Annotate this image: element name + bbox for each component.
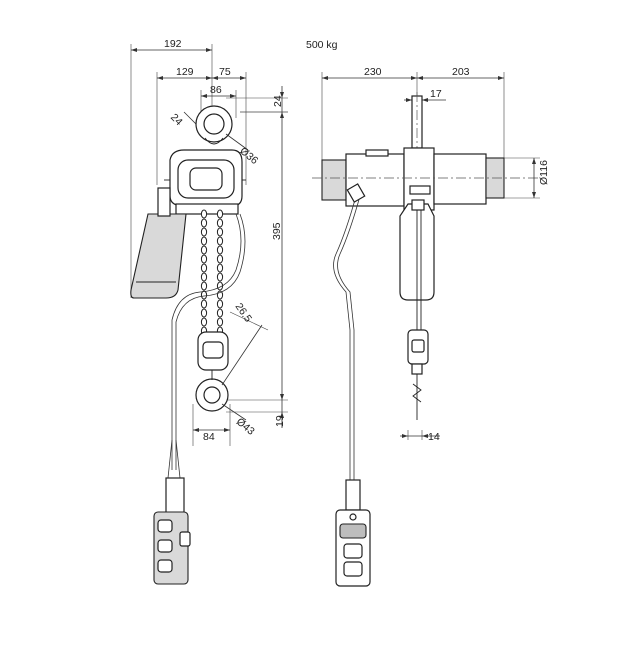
dim-label-26-5: 26.5 [233, 301, 255, 325]
chain-link [216, 236, 224, 246]
chain-link [200, 272, 208, 282]
front-view: 192 129 75 86 24 [130, 38, 288, 585]
dim-label-84: 84 [203, 431, 215, 443]
dim-label-192: 192 [164, 38, 182, 50]
dim-bottom-hook-width: 84 [192, 404, 231, 446]
chain-link [216, 254, 224, 264]
chain-link [200, 263, 208, 273]
chain-link [200, 209, 208, 219]
dim-label-14: 14 [428, 431, 440, 443]
load-chain-side [416, 210, 422, 330]
dim-bottom-offset: 19 [226, 400, 288, 428]
dim-label-395: 395 [271, 222, 283, 240]
dim-motor-diameter: Ø116 [504, 157, 550, 199]
dim-label-203: 203 [452, 66, 470, 78]
dim-label-24-angled: 24 [168, 111, 185, 128]
chain-link [200, 236, 208, 246]
chain-link [216, 245, 224, 255]
top-hook-side [411, 92, 423, 150]
dim-label-17: 17 [430, 88, 442, 100]
pendant-control-front [153, 477, 191, 585]
chain-link [200, 227, 208, 237]
motor-body-side [312, 147, 540, 211]
load-capacity-label: 500 kg [306, 39, 338, 51]
dim-label-86: 86 [210, 84, 222, 96]
chain-link [200, 317, 208, 327]
chain-link [216, 299, 224, 309]
dim-bottom-hook-diameter: Ø43 [221, 403, 257, 438]
chain-link [216, 218, 224, 228]
chain-link [200, 281, 208, 291]
dim-hook-opening: 26.5 [221, 301, 269, 386]
dim-label-129: 129 [176, 66, 194, 78]
chain-link [200, 254, 208, 264]
dim-label-d116: Ø116 [538, 160, 550, 185]
dim-side-lengths: 230 203 [321, 66, 505, 160]
chain-link [200, 218, 208, 228]
pendant-control-side [335, 479, 371, 587]
chain-link [216, 209, 224, 219]
dim-headroom: 395 [220, 111, 288, 401]
motor-housing-front [130, 187, 187, 299]
hoist-body [164, 149, 246, 215]
control-cable-front [167, 213, 246, 479]
dim-label-24-right: 24 [272, 95, 284, 107]
dim-top-offset: 24 [226, 86, 288, 113]
bottom-hook-side: 14 [400, 329, 440, 443]
dim-overall-width: 192 [130, 38, 213, 298]
dim-label-75: 75 [219, 66, 231, 78]
chain-link [200, 299, 208, 309]
dim-top-hook-thickness: 17 [404, 88, 446, 102]
dim-label-230: 230 [364, 66, 382, 78]
dim-label-19: 19 [274, 415, 286, 427]
chain-link [200, 245, 208, 255]
control-cable-side [333, 183, 366, 480]
bottom-hook-block [195, 331, 229, 412]
chain-link [216, 263, 224, 273]
side-view: 500 kg 230 203 17 [306, 39, 550, 587]
chain-link [216, 317, 224, 327]
load-chain-front [200, 209, 224, 336]
dim-label-d43: Ø43 [234, 416, 257, 438]
chain-link [216, 272, 224, 282]
chain-link [200, 308, 208, 318]
chain-link [200, 290, 208, 300]
chain-link [216, 308, 224, 318]
dim-offsets: 129 75 [156, 66, 247, 185]
chain-link [216, 227, 224, 237]
